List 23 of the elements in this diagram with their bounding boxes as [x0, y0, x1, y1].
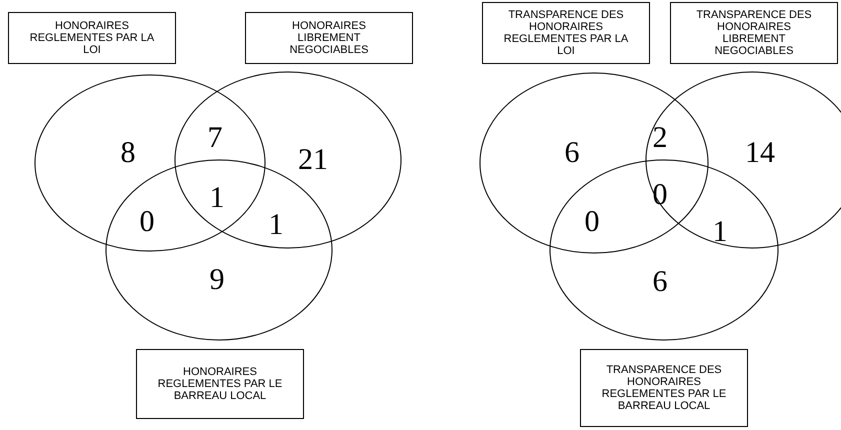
venn-ellipse — [34, 74, 266, 252]
region-count: 0 — [584, 207, 600, 237]
venn-ellipse — [174, 72, 402, 248]
region-count: 7 — [208, 123, 222, 153]
region-count: 6 — [564, 138, 580, 168]
region-count: 1 — [268, 210, 284, 240]
region-count: 6 — [652, 267, 668, 297]
set-label-box: TRANSPARENCE DES HONORAIRES REGLEMENTES PAR LA LOI — [482, 2, 650, 64]
set-label-box: HONORAIRES REGLEMENTES PAR LA LOI — [8, 12, 176, 64]
set-label-box: HONORAIRES LIBREMENT NEGOCIABLES — [245, 12, 413, 64]
region-count: 1 — [210, 183, 224, 213]
region-count: 1 — [712, 217, 728, 247]
region-count: 8 — [120, 138, 136, 168]
set-label-box: HONORAIRES REGLEMENTES PAR LE BARREAU LOCAL — [136, 349, 304, 419]
region-count: 9 — [210, 265, 224, 295]
region-count: 21 — [298, 145, 328, 175]
venn-ellipse — [480, 72, 708, 254]
set-label-box: TRANSPARENCE DES HONORAIRES REGLEMENTES PAR LE BARREAU LOCAL — [580, 349, 748, 427]
region-count: 0 — [652, 180, 668, 210]
set-label-box: TRANSPARENCE DES HONORAIRES LIBREMENT NEGOCIABLES — [670, 2, 838, 64]
region-count: 2 — [652, 123, 668, 153]
region-count: 14 — [745, 138, 775, 168]
region-count: 0 — [140, 207, 154, 237]
